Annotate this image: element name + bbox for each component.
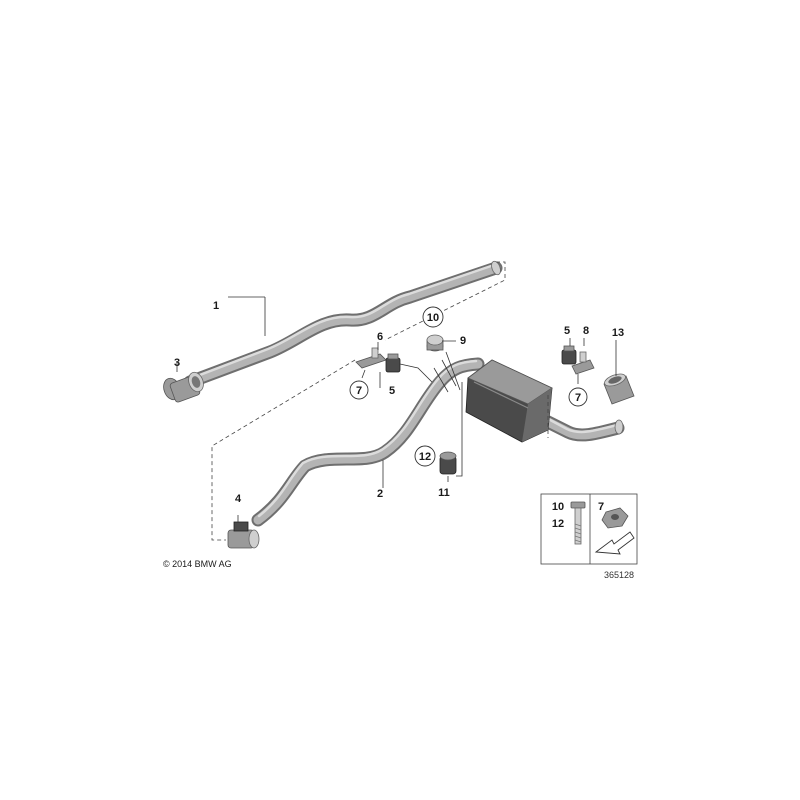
assembly-line-left	[211, 359, 356, 541]
callout-1: 1	[213, 300, 219, 312]
legend-callout-7: 7	[598, 501, 604, 513]
bolt-icon	[570, 501, 586, 545]
callout-6: 6	[377, 331, 383, 343]
copyright-text: © 2014 BMW AG	[163, 559, 232, 569]
callout-12-circle	[414, 445, 436, 467]
nut-icon	[601, 507, 629, 529]
assembly-line-top	[384, 261, 506, 341]
callout-11: 11	[438, 487, 450, 499]
legend-callout-12: 12	[552, 518, 564, 530]
callout-7-right-circle	[568, 387, 588, 407]
callout-9: 9	[460, 335, 466, 347]
callout-12: 12	[419, 451, 431, 463]
callout-5-left: 5	[389, 385, 395, 397]
rubber-buffer-part-10	[426, 334, 444, 352]
callout-13: 13	[612, 327, 624, 339]
bracket-part-6-and-7	[355, 347, 387, 369]
callout-7-right: 7	[575, 392, 581, 404]
bracket-part-8	[571, 351, 595, 375]
callout-4: 4	[235, 493, 242, 505]
rear-pipe-with-muffler	[251, 357, 625, 527]
rubber-mount-part-11	[439, 451, 457, 475]
callout-3: 3	[174, 357, 180, 369]
callout-8: 8	[583, 325, 589, 337]
clamp-part-3	[163, 371, 204, 403]
front-pipe	[183, 260, 503, 389]
callout-7-left: 7	[356, 385, 362, 397]
callout-10: 10	[427, 312, 439, 324]
rubber-mount-part-5-right	[561, 345, 577, 365]
muffler	[465, 359, 553, 443]
callout-2: 2	[377, 488, 383, 500]
document-number: 365128	[604, 570, 634, 580]
rubber-mount-part-5-left	[385, 353, 401, 373]
callout-5-right: 5	[564, 325, 570, 337]
callout-10-circle	[422, 306, 444, 328]
tailpipe-trim-part-13	[603, 373, 635, 405]
fastener-legend: 10 12 7	[540, 493, 638, 565]
callout-7-left-circle	[349, 380, 369, 400]
legend-callout-10: 10	[552, 501, 564, 513]
arrow-icon	[594, 531, 635, 555]
clamp-part-4	[227, 515, 260, 549]
